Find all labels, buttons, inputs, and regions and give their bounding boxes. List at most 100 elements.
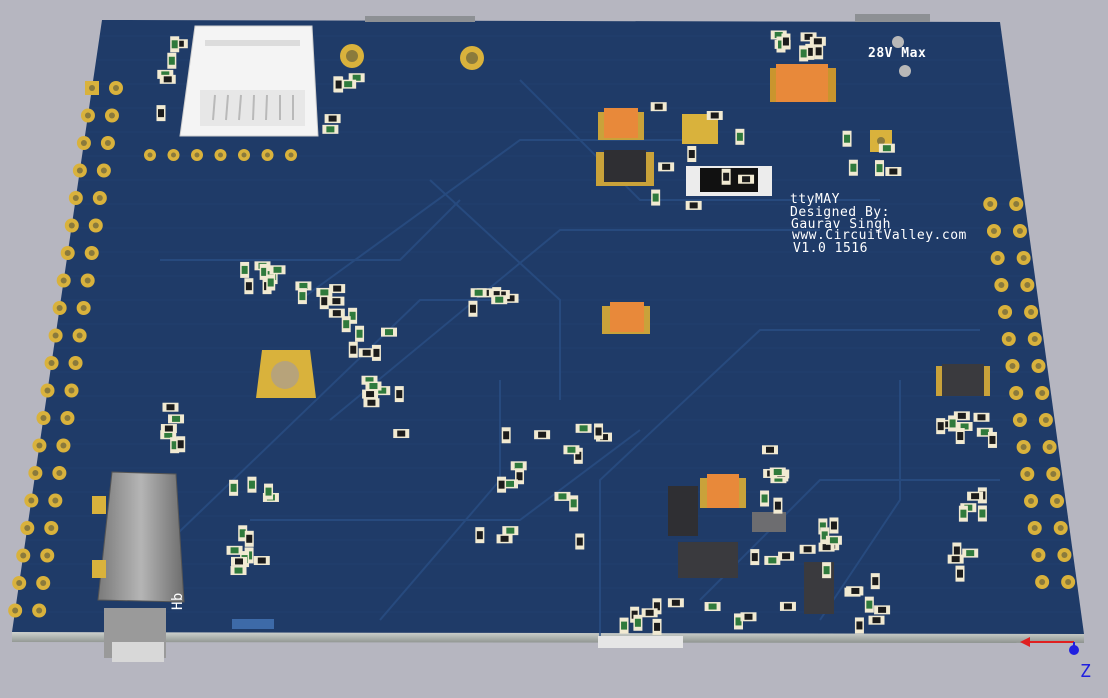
header-pad [68,356,83,370]
silkscreen-title: ttyMAY [790,192,840,207]
smd-part [594,423,604,440]
header-pad [32,603,47,618]
pad [214,149,227,161]
top-edge-bump [365,16,475,22]
smd-part [799,544,816,554]
smd-part [706,110,723,120]
smd-part [704,602,721,612]
header-pad [72,163,87,178]
silkscreen-connector-label: Hb [170,592,186,610]
smd-part [658,162,675,172]
smd-part [652,618,662,635]
header-pad [76,301,91,315]
header-pad [104,108,119,123]
pad [285,149,297,161]
smd-part [721,168,731,185]
smd-part [641,608,658,618]
smd-part [259,263,269,280]
smd-part [269,265,286,275]
header-pad [990,251,1005,265]
header-pad [32,438,47,453]
tantalum-capacitor [770,64,836,102]
smd-part [936,418,946,435]
tantalum-capacitor [700,474,746,508]
smd-part [842,130,852,147]
smd-part [324,114,341,124]
header-pad [24,493,39,508]
smd-part [735,128,745,145]
smd-part [340,79,357,89]
smd-part [334,76,344,93]
smd-part [295,281,312,291]
smd-part [341,316,351,333]
smd-part [167,52,177,69]
smd-part [818,542,835,552]
smd-part [244,547,254,564]
pad-row [144,149,297,161]
header-pad [52,466,67,480]
smd-part [170,437,180,454]
header-pad [48,328,63,343]
smd-part [958,505,968,522]
header-pad [1012,224,1027,238]
smd-part [955,565,965,582]
smd-part [962,548,979,558]
smd-part [870,573,880,590]
smd-part [781,33,791,50]
smd-part [685,200,702,210]
smd-part [470,288,487,298]
smd-part [348,341,358,358]
smd-part [805,43,815,60]
smd-part [393,429,410,439]
header-pad [1035,575,1050,589]
smd-part [973,412,990,422]
header-pad [1020,278,1035,292]
header-pad [983,197,998,211]
smd-part [501,479,518,489]
smd-part [778,551,795,561]
smd-component [668,486,738,578]
smd-part [776,36,786,53]
header-pad [8,603,23,618]
smd-part [633,614,643,631]
smd-part [575,423,592,433]
tantalum-capacitor [602,302,650,334]
smd-part [159,74,176,84]
header-pad [76,136,91,150]
smd-part [760,490,770,507]
smd-part [761,445,778,455]
smd-part [328,308,345,318]
smd-part [630,606,640,623]
smd-part [818,518,828,535]
smd-part [231,556,248,566]
smd-part [363,398,380,408]
smd-part [244,530,254,547]
smd-part [575,533,585,550]
header-pad [1031,548,1046,562]
smd-part [534,430,551,440]
smd-part [502,293,519,303]
header-pad [1035,386,1050,400]
header-pad [80,273,95,288]
smd-part [960,503,977,513]
smd-part [650,102,667,112]
pad [167,149,180,161]
smd-part [515,468,525,485]
smd-component [936,364,990,396]
header-pad [20,521,35,535]
smd-part [491,295,508,305]
silkscreen-designer: Designed By: [790,205,890,220]
smd-part [875,160,885,177]
smd-part [247,476,257,493]
header-pad [1024,494,1039,508]
header-pad [1009,197,1024,211]
smd-part [847,586,864,596]
smd-part [947,554,964,564]
smd-part [740,612,757,622]
header-pad [60,246,75,260]
left-pin-header [8,81,123,618]
smd-part [596,432,613,442]
microsd-socket [179,25,319,137]
silkscreen-url: www.CircuitValley.com [792,228,967,243]
smd-part [238,525,248,542]
